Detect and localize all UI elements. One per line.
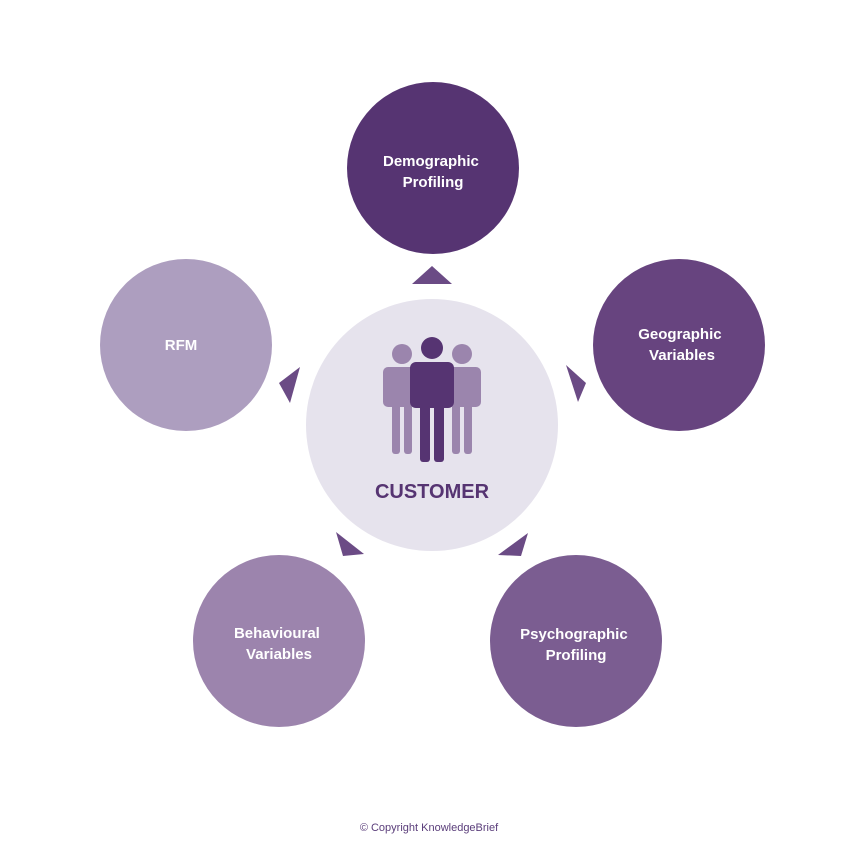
node-demographic-profiling: Demographic Profiling [347, 82, 519, 254]
node-label-line-2: Variables [246, 646, 312, 663]
node-label-line-1: Psychographic [520, 626, 628, 643]
arrow-group [279, 266, 586, 556]
node-circle [100, 259, 272, 431]
node-label: Demographic Profiling [383, 153, 483, 191]
arrow-to-geographic-variables [566, 365, 586, 402]
node-circle [490, 555, 662, 727]
node-label-line-2: Profiling [403, 174, 464, 191]
node-geographic-variables: Geographic Variables [593, 259, 765, 431]
node-circle [193, 555, 365, 727]
arrow-to-demographic-profiling [412, 266, 452, 284]
node-psychographic-profiling: Psychographic Profiling [490, 555, 662, 727]
people-group-icon [383, 337, 481, 462]
person-center-icon [410, 337, 454, 462]
node-behavioural-variables: Behavioural Variables [193, 555, 365, 727]
customer-circle [306, 299, 558, 551]
node-label-line-2: Variables [649, 347, 715, 364]
node-label: Psychographic Profiling [520, 626, 632, 664]
node-rfm: RFM [100, 259, 272, 431]
arrow-to-rfm [279, 367, 300, 403]
node-label-line-1: RFM [165, 337, 198, 354]
arrow-to-psychographic-profiling [498, 533, 528, 556]
node-label-line-2: Profiling [546, 647, 607, 664]
node-label: Geographic Variables [638, 326, 726, 364]
center-label: CUSTOMER [375, 481, 490, 503]
node-label: Behavioural Variables [234, 625, 324, 663]
node-circle [347, 82, 519, 254]
node-circle [593, 259, 765, 431]
arrow-to-behavioural-variables [336, 532, 364, 556]
node-label-line-1: Behavioural [234, 625, 320, 642]
node-label-line-1: Geographic [638, 326, 721, 343]
copyright-text: © Copyright KnowledgeBrief [359, 822, 499, 834]
node-label-line-1: Demographic [383, 153, 479, 170]
